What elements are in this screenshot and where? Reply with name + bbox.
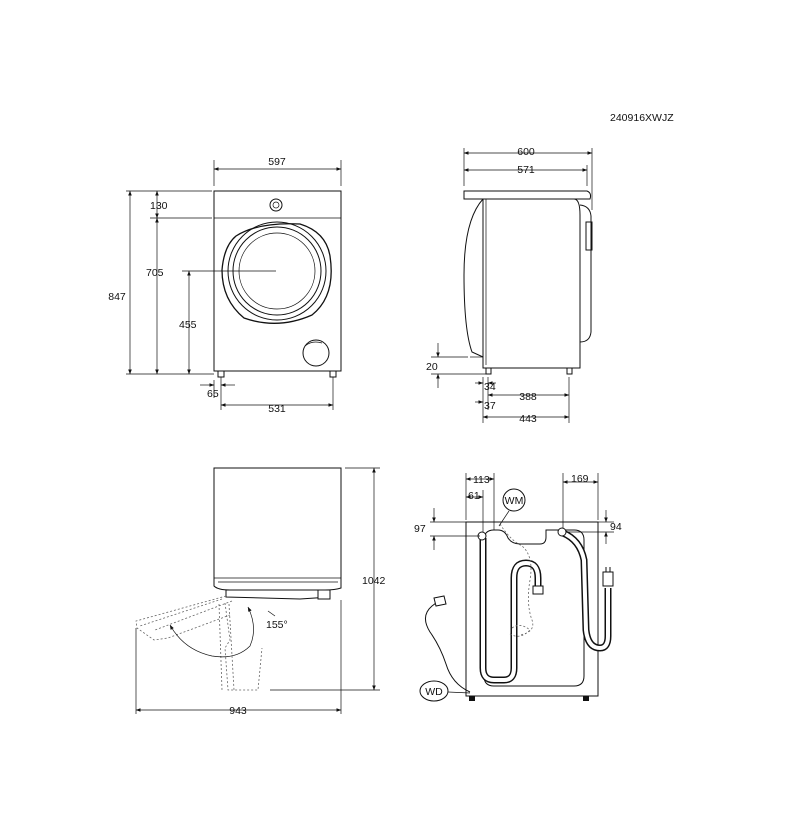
dim-1042: 1042 [362, 575, 386, 587]
front-foot-right [329, 370, 337, 378]
power-cable [425, 599, 471, 693]
door-view-body [213, 467, 342, 591]
drain-hose [479, 538, 542, 684]
dim-600: 600 [517, 146, 535, 158]
dim-455: 455 [179, 319, 197, 331]
wd-marker [419, 680, 449, 702]
opening-angle-arc [169, 606, 254, 658]
front-view: 597 847 130 705 455 65 531 [108, 156, 342, 415]
side-foot-front [566, 367, 573, 375]
dim-388: 388 [519, 391, 537, 403]
side-body [482, 198, 581, 369]
rear-foot-right [583, 696, 589, 701]
dim-571: 571 [517, 164, 535, 176]
dim-705: 705 [146, 267, 164, 279]
dim-width-597: 597 [268, 156, 286, 168]
inlet-connector [602, 571, 614, 587]
dim-169: 169 [571, 473, 589, 485]
side-rear-profile [463, 198, 484, 358]
dim-155-angle: 155° [266, 619, 288, 631]
side-view: 600 571 20 34 388 37 443 [426, 146, 593, 425]
dim-113: 113 [473, 474, 490, 486]
dim-943: 943 [229, 705, 247, 717]
dim-20: 20 [426, 361, 438, 373]
dim-34: 34 [484, 381, 496, 393]
filter-cover [302, 339, 330, 367]
wm-label: WM [505, 495, 524, 507]
side-top-plate [463, 190, 592, 200]
front-door-frame [221, 223, 332, 324]
dim-height-847: 847 [108, 291, 126, 303]
open-door-outline [135, 595, 231, 641]
wm-marker [502, 488, 526, 512]
program-knob [269, 198, 283, 212]
side-door-bulge [579, 204, 592, 343]
doc-code: 240916XWJZ [610, 112, 674, 124]
dim-94: 94 [610, 521, 622, 533]
dim-65: 65 [207, 388, 219, 400]
wd-label: WD [425, 686, 443, 698]
rear-panel [483, 529, 585, 687]
front-foot-left [217, 370, 225, 378]
rear-foot-left [469, 696, 475, 701]
rear-body [465, 521, 599, 697]
door-open-view: 155° 1042 943 [135, 467, 386, 717]
open-door-side [224, 602, 263, 691]
front-body-outline [213, 190, 342, 372]
rear-view: WM WD 113 61 169 97 94 [414, 473, 622, 702]
dim-531: 531 [268, 403, 286, 415]
dim-37: 37 [484, 400, 496, 412]
dim-97: 97 [414, 523, 426, 535]
dim-61: 61 [468, 490, 480, 502]
dim-top-130: 130 [150, 200, 168, 212]
dim-443: 443 [519, 413, 537, 425]
side-foot-rear [485, 367, 492, 375]
